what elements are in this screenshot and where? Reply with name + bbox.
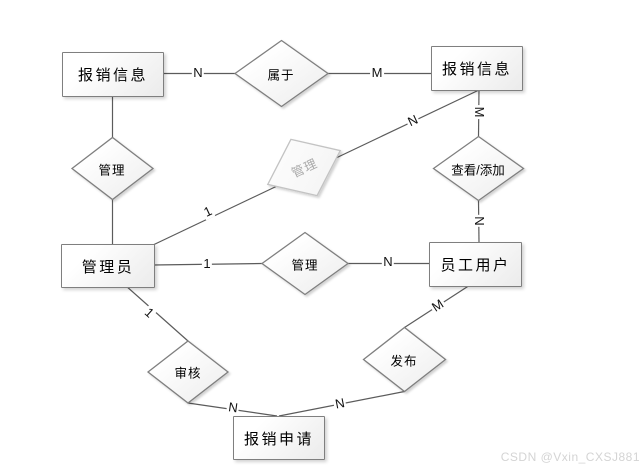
diamond-manage-mid bbox=[260, 231, 350, 296]
cardinality-label: N bbox=[471, 214, 488, 228]
relationship-label-view-add: 查看/添加 bbox=[451, 163, 505, 178]
relationship-label-manage-left: 管理 bbox=[98, 163, 126, 178]
diamond-audit bbox=[146, 340, 230, 404]
entity-label: 报销申请 bbox=[243, 430, 314, 448]
entity-employee-user: 员工用户 bbox=[429, 242, 522, 287]
cardinality-label: M bbox=[471, 105, 488, 119]
cardinality-label: N bbox=[191, 64, 205, 81]
entity-admin: 管理员 bbox=[61, 244, 155, 288]
entity-baoxiao-info-left: 报销信息 bbox=[62, 52, 164, 97]
diamond-publish bbox=[362, 326, 447, 393]
cardinality-label: N bbox=[225, 399, 241, 416]
entity-label: 管理员 bbox=[81, 258, 135, 276]
entity-label: 员工用户 bbox=[440, 257, 511, 274]
relationship-diamonds bbox=[70, 39, 525, 404]
cardinality-label: N bbox=[381, 253, 395, 270]
diamond-view-add bbox=[432, 135, 525, 202]
diamond-belongs-to bbox=[233, 39, 330, 108]
diamond-manage-ghost bbox=[266, 138, 342, 197]
relationship-label-belongs-to: 属于 bbox=[267, 68, 295, 83]
diamond-manage-left bbox=[70, 136, 155, 201]
csdn-watermark: CSDN @Vxin_CXSJ881 bbox=[500, 450, 640, 464]
entity-baoxiao-apply: 报销申请 bbox=[233, 416, 325, 460]
entity-label: 报销信息 bbox=[77, 67, 148, 84]
cardinality-label: 1 bbox=[201, 255, 213, 272]
relationship-label-manage-mid: 管理 bbox=[291, 258, 319, 273]
cardinality-label: N bbox=[332, 395, 348, 413]
relationship-label-audit: 审核 bbox=[174, 366, 202, 381]
entity-baoxiao-info-right: 报销信息 bbox=[431, 46, 523, 91]
cardinality-label: M bbox=[370, 64, 384, 81]
edge-admin-audit bbox=[124, 284, 189, 342]
relationship-label-publish: 发布 bbox=[390, 354, 418, 369]
entity-label: 报销信息 bbox=[441, 61, 512, 78]
